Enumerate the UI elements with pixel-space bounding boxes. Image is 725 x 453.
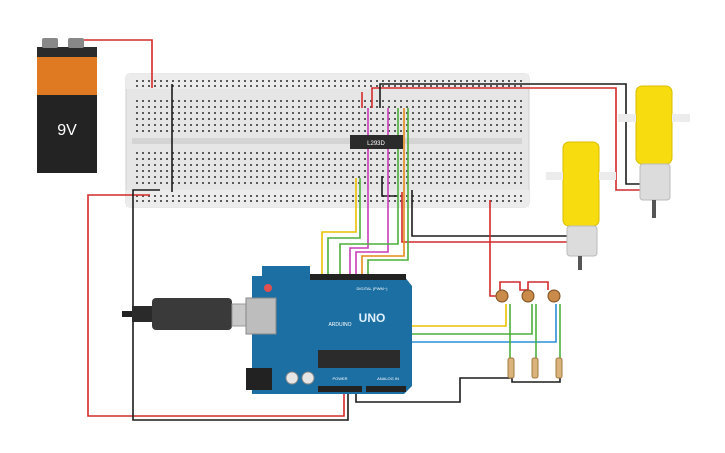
battery-icon: 9V — [37, 38, 97, 173]
wire-driver-black — [381, 176, 398, 197]
resistor-icon — [507, 357, 563, 379]
usb-plug-icon — [122, 298, 267, 330]
arduino-analog-label: ANALOG IN — [377, 376, 399, 381]
wire-green-2 — [339, 108, 399, 276]
wire-motor2-black — [411, 190, 570, 237]
breadboard-holes — [136, 80, 522, 202]
wires — [84, 39, 642, 421]
wire-orange-1 — [361, 108, 405, 276]
arduino-model: UNO — [359, 311, 386, 325]
wire-ldr-red — [489, 200, 496, 297]
wire-green-3 — [367, 108, 409, 276]
wire-resistor-ground — [511, 378, 561, 383]
wire-rail-black-to-arduino — [132, 189, 349, 421]
ldr-icon — [495, 289, 561, 303]
driver-label: L293D — [367, 141, 385, 147]
motor-icon — [546, 141, 616, 270]
wire-green-1 — [327, 178, 361, 276]
wire-magenta-2 — [355, 108, 389, 276]
wire-yellow-1 — [321, 178, 357, 276]
wire-ldr-red-2 — [499, 281, 549, 291]
wire-motor2-red — [401, 192, 570, 243]
wire-rail-red-to-arduino — [87, 194, 345, 417]
arduino-digital-label: DIGITAL (PWM~) — [357, 286, 389, 291]
wire-motor1-red — [371, 87, 640, 191]
motor-icon — [618, 85, 690, 218]
arduino-power-label: POWER — [332, 376, 347, 381]
wire-magenta-1 — [349, 108, 369, 276]
arduino-brand: ARDUINO — [328, 322, 351, 328]
chip-icon: L293D — [350, 135, 403, 149]
wire-motor1-black — [379, 83, 642, 185]
breadboard — [125, 73, 530, 208]
arduino-uno: ARDUINO UNO POWER ANALOG IN DIGITAL (PWM… — [245, 266, 412, 394]
wire-battery-positive — [84, 39, 153, 88]
wire-ground-to-arduino — [355, 377, 512, 403]
battery-label: 9V — [57, 122, 77, 139]
